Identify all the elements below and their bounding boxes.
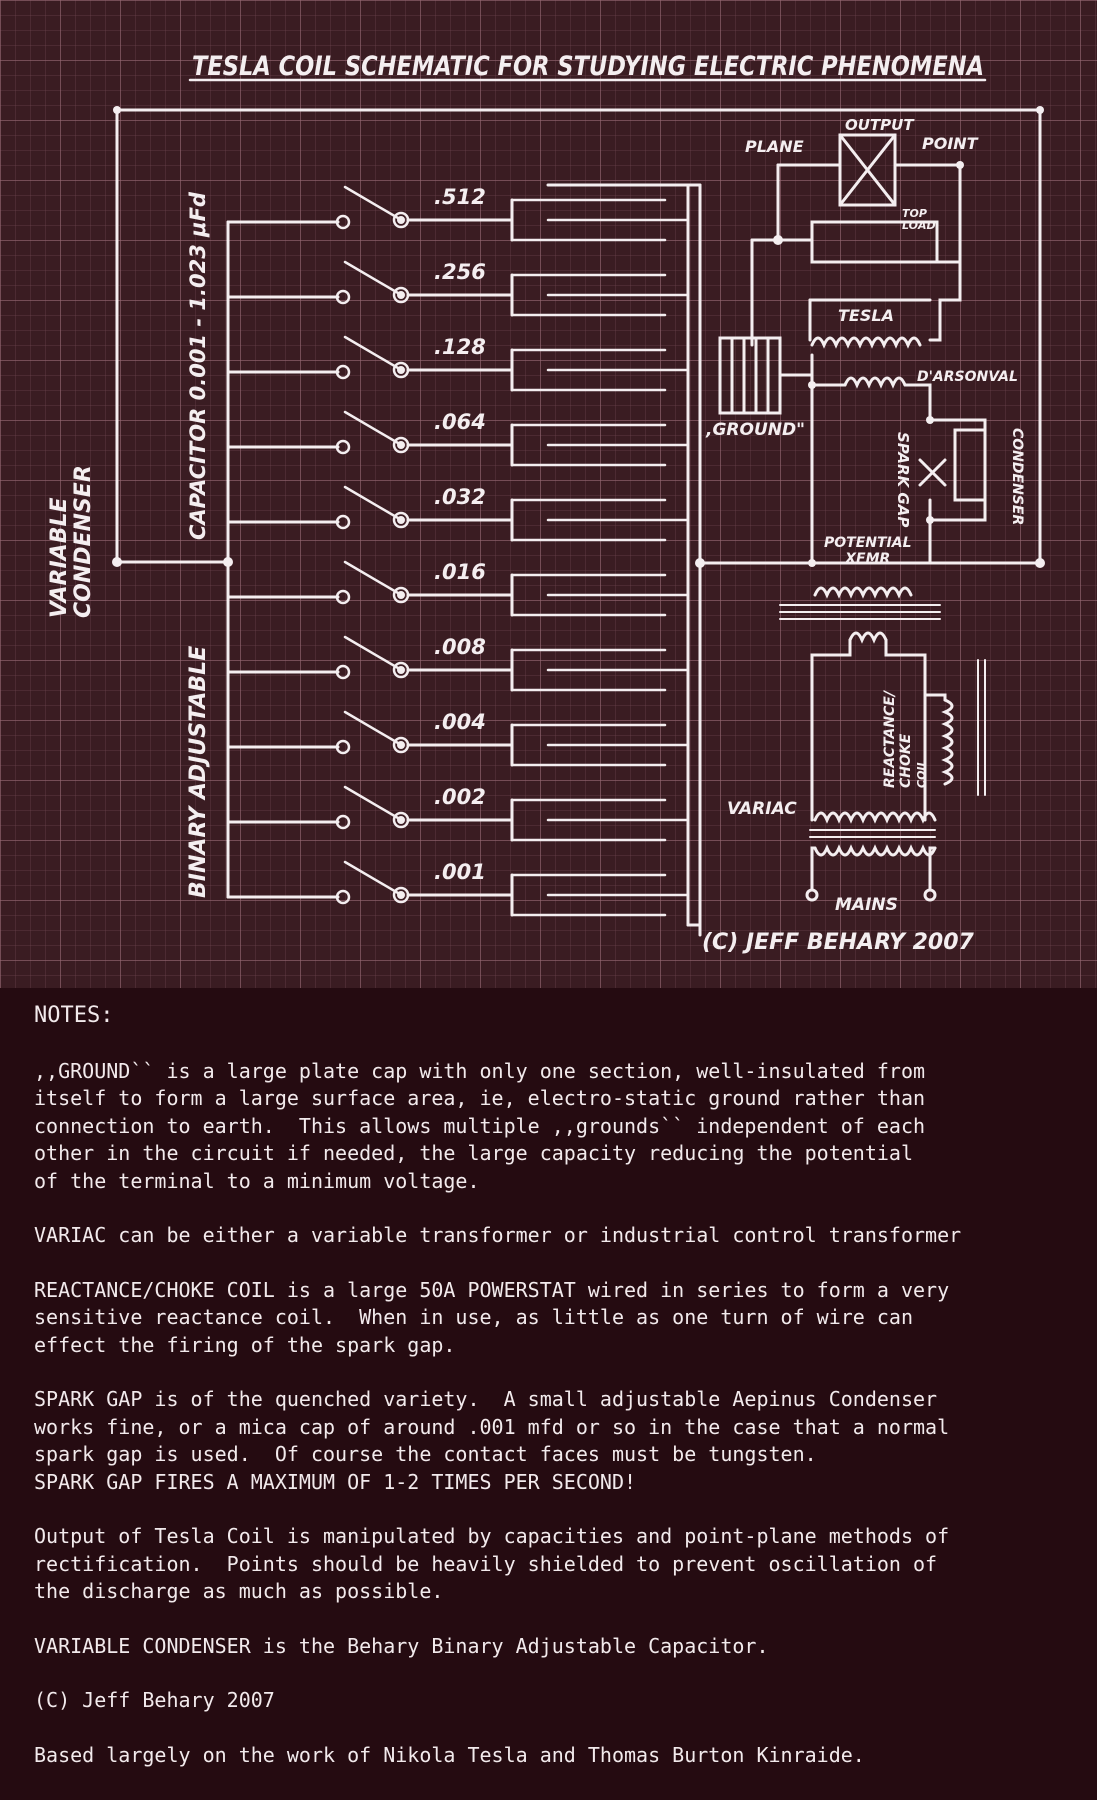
capacitor-value-label: .064: [434, 410, 486, 434]
potential-xfmr-line-2: XFMR: [845, 551, 891, 567]
plane-label: PLANE: [745, 137, 804, 156]
capacitor-section: [226, 335, 690, 392]
capacitor-value-label: .256: [434, 260, 486, 284]
capacitor-value-label: .016: [434, 560, 486, 584]
capacitor-value-label: .512: [434, 185, 486, 209]
reactance-line-1: REACTANCE/: [882, 691, 898, 788]
capacitor-value-label: .004: [434, 710, 486, 734]
schematic-sheet: .512 .256 .128 .064 .032 .016 .008 .004 .002 .001…: [0, 0, 1097, 988]
note-variable-condenser: VARIABLE CONDENSER is the Behary Binary …: [34, 1633, 769, 1658]
variable-condenser-line-1: VARIABLE: [47, 497, 72, 618]
copyright-signature: (C) JEFF BEHARY 2007: [702, 930, 974, 955]
notes-section: NOTES: ,,GROUND`` is a large plate cap w…: [34, 1002, 1094, 1796]
capacitor-value-label: .128: [434, 335, 486, 359]
capacitor-range-label: CAPACITOR 0.001 - 1.023 μFd: [186, 192, 210, 540]
note-credits: Based largely on the work of Nikola Tesl…: [34, 1742, 865, 1767]
spark-gap-label: SPARK GAP: [894, 432, 912, 528]
mains-label: MAINS: [835, 895, 898, 915]
top-load-label: TOP LOAD: [902, 208, 936, 232]
capacitor-section: [226, 560, 690, 617]
tesla-label: TESLA: [838, 306, 894, 325]
capacitor-section: [226, 485, 690, 542]
capacitor-section: [226, 710, 690, 767]
top-load-line-1: TOP: [902, 207, 927, 220]
variable-condenser-line-2: CONDENSER: [71, 465, 96, 618]
capacitor-value-label: .001: [434, 860, 486, 884]
note-spark-gap: SPARK GAP is of the quenched variety. A …: [34, 1387, 950, 1494]
schematic-drawing: .512 .256 .128 .064 .032 .016 .008 .004 .002 .001…: [112, 51, 1045, 937]
ground-label: ,GROUND": [706, 420, 805, 440]
capacitor-section: [226, 860, 690, 917]
note-ground: ,,GROUND`` is a large plate cap with onl…: [34, 1058, 926, 1193]
capacitor-value-label: .032: [434, 485, 486, 509]
diagram-title: TESLA COIL SCHEMATIC FOR STUDYING ELECTR…: [192, 51, 984, 82]
condenser-label: CONDENSER: [1009, 428, 1025, 526]
output-label: OUTPUT: [845, 116, 914, 134]
capacitor-section: [226, 410, 690, 467]
capacitor-section: [226, 185, 690, 242]
notes-title: NOTES:: [34, 1003, 114, 1028]
reactance-choke-label: REACTANCE/ CHOKE COIL: [882, 691, 930, 788]
capacitor-value-label: .008: [434, 635, 486, 659]
potential-xfmr-label: POTENTIAL XFMR: [824, 535, 912, 567]
note-variac: VARIAC can be either a variable transfor…: [34, 1223, 962, 1247]
capacitor-section: [226, 260, 690, 317]
capacitor-section: [226, 785, 690, 842]
reactance-line-2: CHOKE: [898, 733, 914, 788]
variac-label: VARIAC: [727, 799, 797, 819]
capacitor-section: [226, 635, 690, 692]
binary-adjustable-label: BINARY ADJUSTABLE: [186, 645, 211, 898]
note-output: Output of Tesla Coil is manipulated by c…: [34, 1524, 950, 1603]
capacitor-value-label: .002: [434, 785, 486, 809]
note-copyright: (C) Jeff Behary 2007: [34, 1688, 275, 1712]
top-load-line-2: LOAD: [902, 219, 936, 232]
point-label: POINT: [922, 134, 978, 153]
note-reactance-choke: REACTANCE/CHOKE COIL is a large 50A POWE…: [34, 1277, 950, 1357]
variable-condenser-label: VARIABLE CONDENSER: [47, 465, 96, 618]
reactance-line-3: COIL: [915, 759, 928, 788]
potential-xfmr-line-1: POTENTIAL: [824, 535, 912, 551]
darsonval-label: D'ARSONVAL: [917, 369, 1018, 385]
